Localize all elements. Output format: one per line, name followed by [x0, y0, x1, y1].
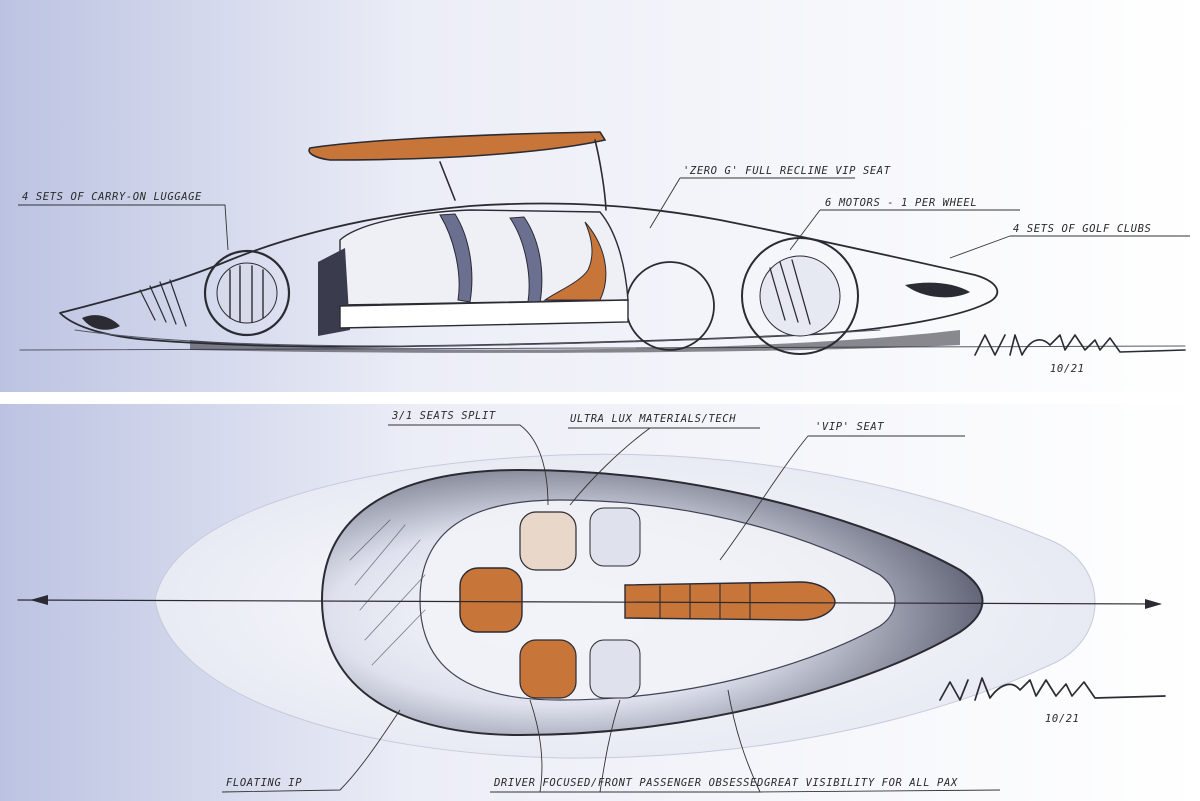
note-materials: ULTRA LUX MATERIALS/TECH	[570, 413, 736, 425]
note-motors: 6 MOTORS - 1 PER WHEEL	[825, 197, 977, 209]
centerline-arrowhead	[1145, 599, 1162, 609]
leader-visibility	[727, 689, 1001, 793]
top-view-sketch	[17, 424, 1166, 793]
note-seats-split: 3/1 SEATS SPLIT	[391, 410, 496, 422]
rear-left-seat	[519, 639, 577, 699]
leader-carry-on	[18, 204, 229, 251]
rear-lamp	[905, 282, 970, 298]
vip-recliner-seat	[624, 581, 836, 621]
cabin-opening	[339, 209, 629, 306]
leader-golf-clubs	[949, 235, 1190, 259]
leader-vip-seat-top	[719, 435, 965, 561]
rear-wheel-hub	[759, 255, 841, 337]
centerline	[17, 599, 1161, 605]
signature-date-top: 10/21	[1050, 363, 1085, 375]
note-golf-clubs: 4 SETS OF GOLF CLUBS	[1013, 223, 1151, 235]
car-body-outline	[59, 202, 999, 348]
rear-wheel-spokes	[769, 259, 811, 325]
note-carry-on: 4 SETS OF CARRY-ON LUGGAGE	[22, 191, 202, 203]
note-visibility: GREAT VISIBILITY FOR ALL PAX	[764, 777, 958, 789]
front-splitter	[82, 315, 120, 330]
side-view-sketch	[18, 131, 1190, 356]
note-vip-seat: 'ZERO G' FULL RECLINE VIP SEAT	[683, 165, 891, 177]
artist-signature-top	[974, 334, 1186, 356]
signature-date-bottom: 10/21	[1045, 713, 1080, 725]
canopy-hatching	[349, 519, 426, 666]
note-vip-seat-top: 'VIP' SEAT	[815, 421, 884, 433]
second-row-seat-left	[589, 639, 641, 699]
note-driver-focused: DRIVER FOCUSED/FRONT PASSENGER OBSESSED	[493, 777, 764, 789]
leader-floating-ip	[221, 709, 401, 793]
centerline-tail	[30, 595, 48, 605]
artist-signature-bottom	[939, 677, 1166, 701]
leader-driver-focused	[490, 699, 760, 793]
front-passenger-seat	[519, 511, 577, 571]
panel-divider	[0, 392, 1200, 404]
front-wheel-hub	[216, 262, 278, 324]
roof-hinge-lines	[439, 139, 607, 211]
note-floating-ip: FLOATING IP	[226, 777, 302, 789]
driver-seat	[459, 567, 523, 633]
rear-wheel-2	[741, 237, 859, 355]
leader-seats-split	[388, 424, 549, 506]
leader-vip-seat	[649, 177, 855, 229]
front-seat	[439, 213, 473, 303]
top-panel-bg	[0, 0, 1200, 392]
gullwing-roof-panel	[308, 131, 607, 161]
front-wheel-spokes	[229, 265, 264, 323]
body-shadow	[190, 330, 960, 353]
leader-materials	[568, 427, 760, 506]
second-row-seat-right	[589, 507, 641, 567]
front-vent	[139, 279, 187, 327]
door-sill	[339, 299, 629, 329]
front-wheel	[203, 249, 291, 337]
vip-seat-side	[543, 221, 607, 301]
rocker-line	[74, 329, 881, 347]
leader-motors	[789, 209, 1020, 251]
